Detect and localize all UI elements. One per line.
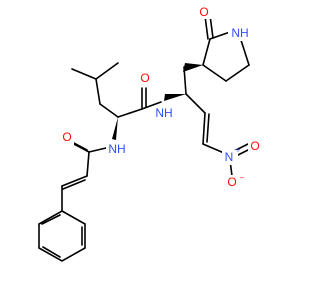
atom-nh-pyrrolidinone: NH	[231, 26, 248, 40]
atom-o-pyrrolidinone: O	[199, 5, 208, 19]
atom-labels: O NH O NH NH O N + O O −	[60, 4, 262, 190]
pyrrolidinone-ring	[202, 14, 250, 82]
phenyl-ring	[38, 210, 86, 262]
atom-o-nitro-single: O	[227, 175, 236, 189]
atom-nh-amide-right: NH	[155, 106, 172, 120]
charge-plus: +	[236, 146, 241, 155]
nitrovinyl-chain	[185, 93, 253, 177]
stereo-wedge-right	[164, 94, 186, 101]
molecule-structure: O NH O NH NH O N + O O −	[38, 4, 262, 262]
atom-nh-amide-left: NH	[108, 142, 125, 156]
cinnamoyl-group	[61, 140, 107, 212]
atom-n-nitro: N	[225, 150, 234, 164]
atom-o-nitro-double: O	[250, 139, 259, 153]
stereo-wedge-ring	[183, 63, 203, 72]
leucine-backbone	[71, 62, 162, 140]
charge-minus: −	[240, 174, 245, 183]
atom-o-leucine-amide: O	[140, 71, 149, 85]
ch2-link	[183, 66, 187, 95]
atom-o-cinnamoyl: O	[62, 130, 71, 144]
